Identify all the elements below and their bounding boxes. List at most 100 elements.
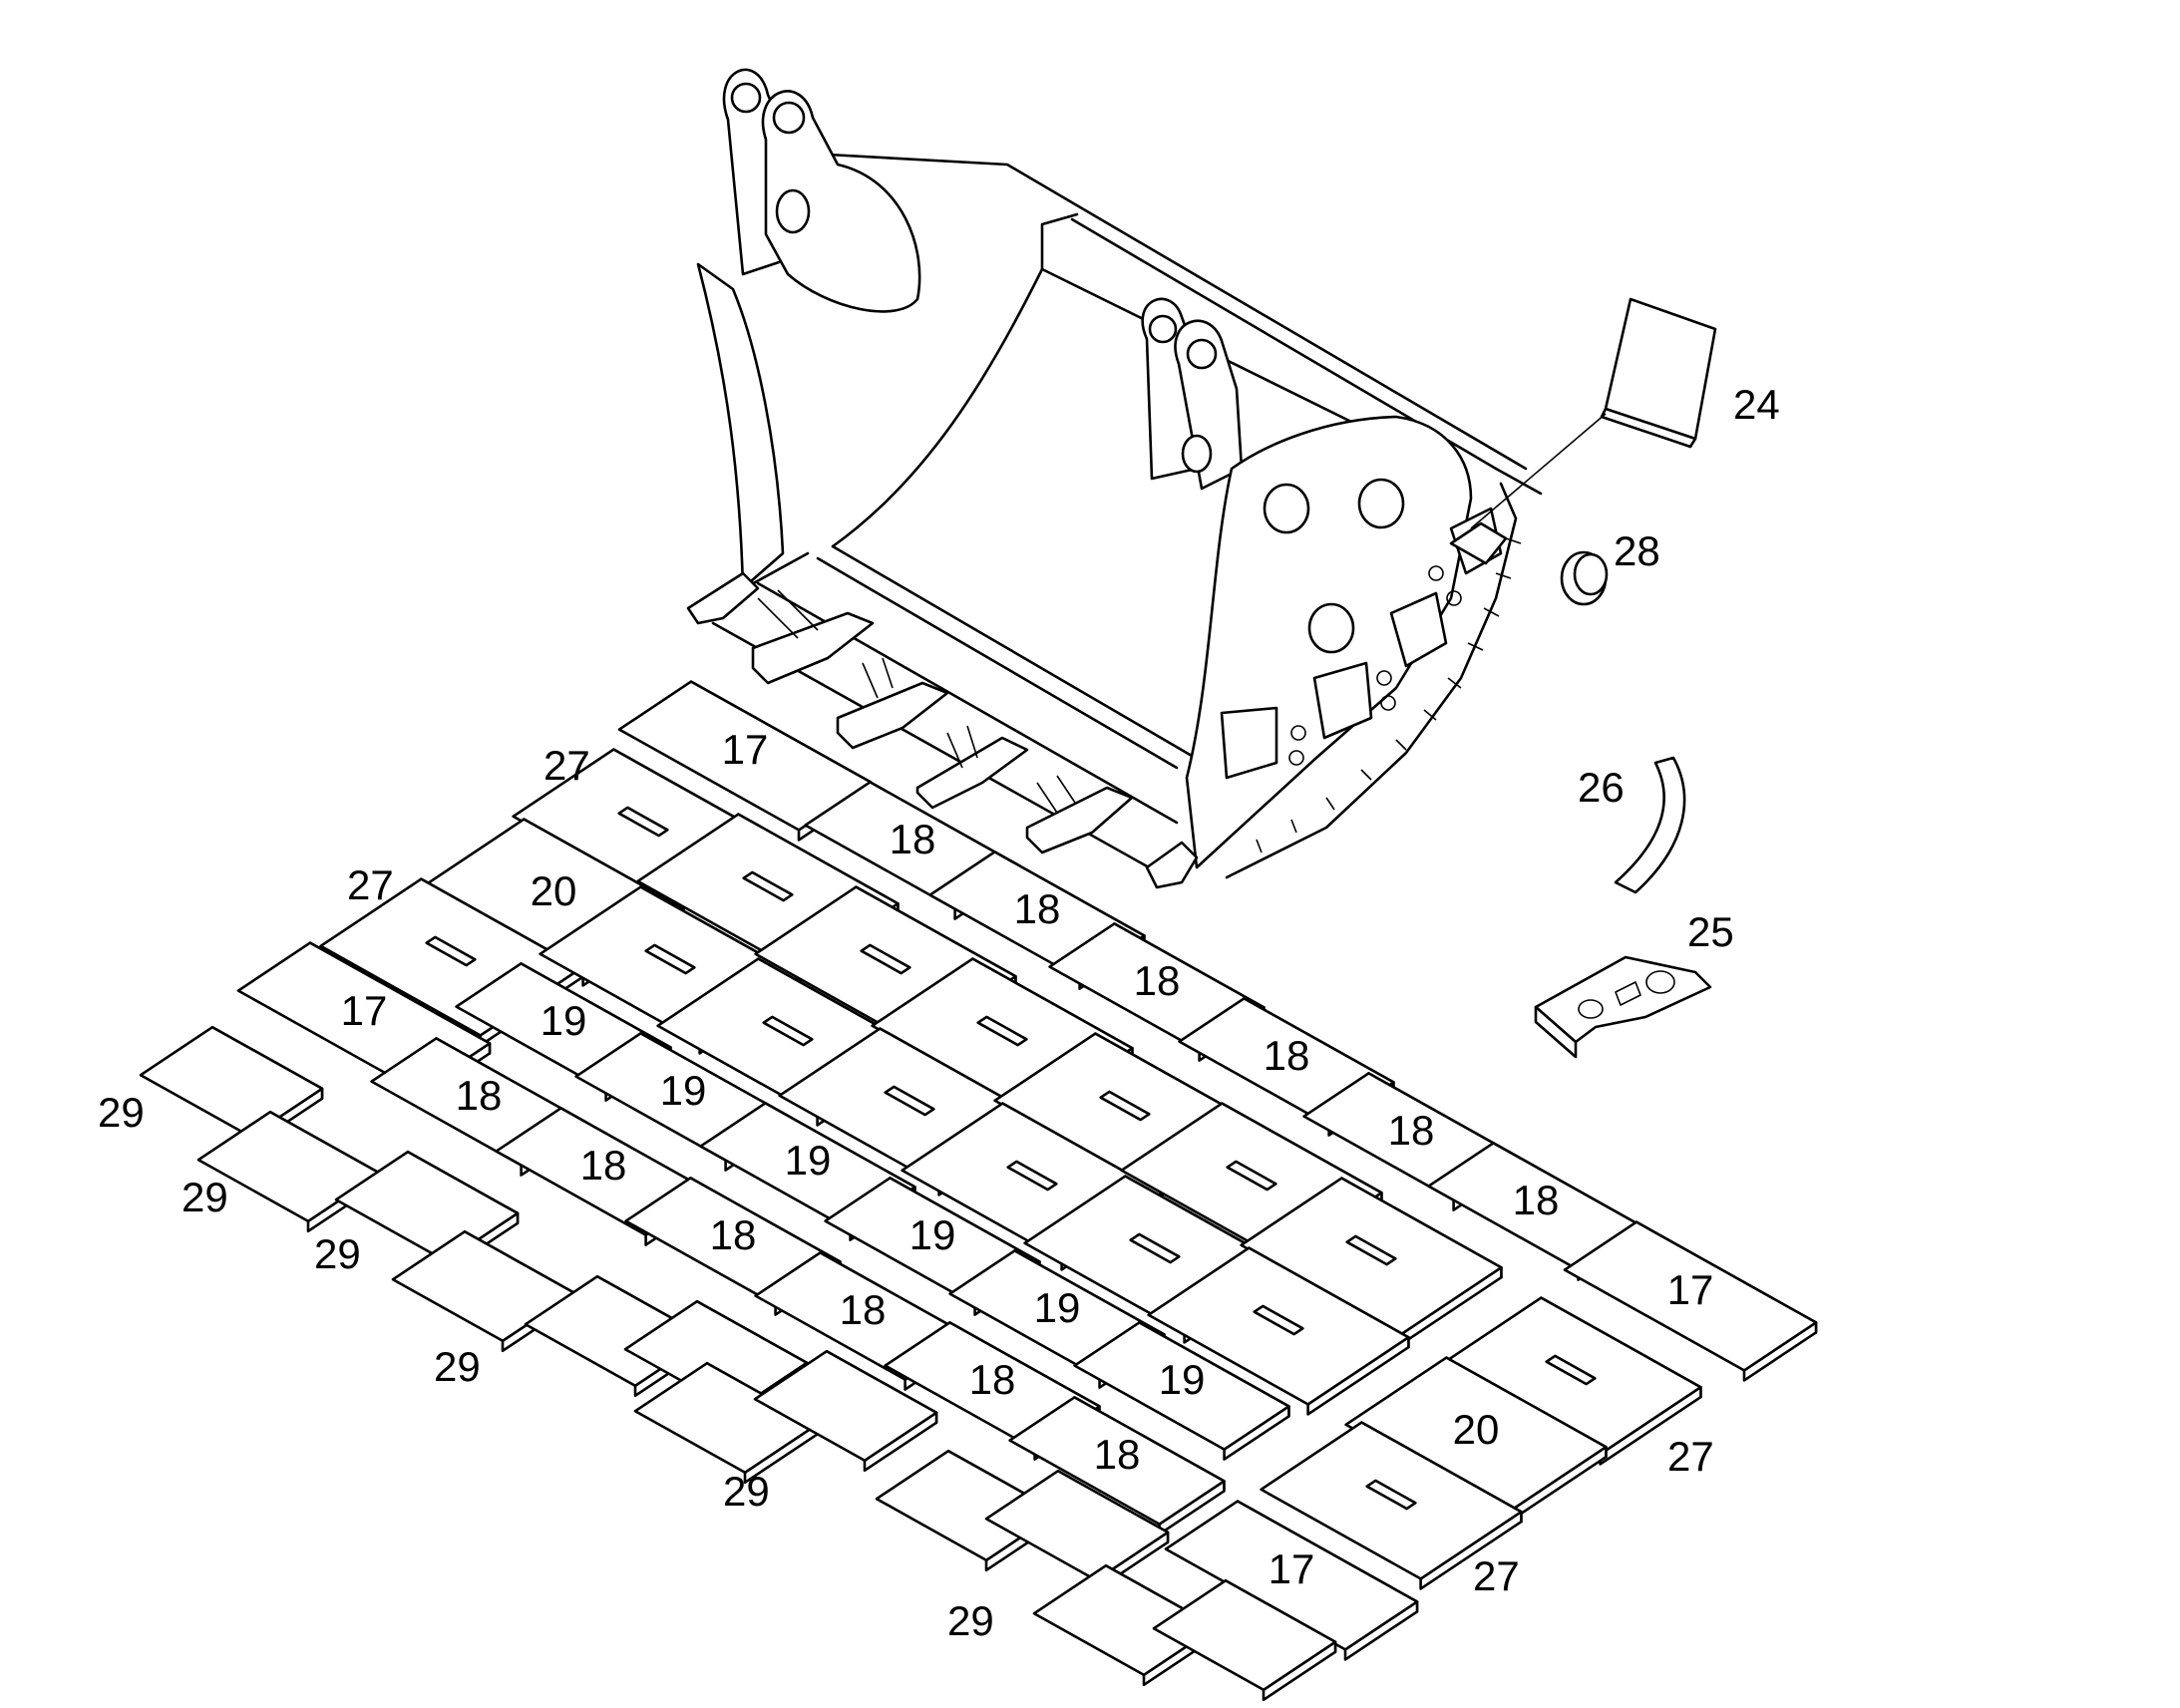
liner-plate-29-0 xyxy=(139,1025,324,1139)
liner-plate-19-18-label: 19 xyxy=(785,1137,832,1184)
bucket-floor-edge xyxy=(816,544,1194,770)
liner-plate-18-34 xyxy=(1008,1396,1226,1526)
liner-plate-18-9-label: 18 xyxy=(456,1072,503,1119)
part-25-bracket xyxy=(1534,955,1712,1059)
right-lug-bushing-hole xyxy=(1181,434,1213,474)
liner-plate-18-24-label: 18 xyxy=(840,1286,887,1333)
bucket-left-side-plate xyxy=(696,262,785,590)
liner-plate-slotted-6-slot xyxy=(742,870,794,902)
callout-24: 24 xyxy=(1733,381,1780,428)
liner-plate-17-39-label: 17 xyxy=(1269,1545,1315,1592)
liner-plate-29-11 xyxy=(1152,1578,1337,1692)
liner-plate-18-10-label: 18 xyxy=(1014,885,1061,932)
callout-29-e: 29 xyxy=(723,1468,770,1515)
liner-plate-slotted-27-slot xyxy=(1129,1232,1181,1264)
liner-plate-slotted-12-slot xyxy=(762,1015,814,1047)
liner-plate-slotted-11-slot xyxy=(860,943,911,975)
callout-29-f: 29 xyxy=(947,1597,994,1644)
side-bolt-1 xyxy=(1290,725,1306,741)
liner-plate-19-13-label: 19 xyxy=(660,1067,707,1114)
tooth-adapters xyxy=(757,589,1076,814)
liner-plate-27-38-slot xyxy=(1365,1479,1417,1511)
callout-29-d: 29 xyxy=(434,1343,481,1390)
bucket-tooth-5 xyxy=(1025,786,1134,854)
left-lift-lug-front xyxy=(761,90,921,313)
callout-28: 28 xyxy=(1614,527,1660,574)
liner-plate-29-7 xyxy=(753,1349,938,1463)
callout-26: 26 xyxy=(1578,764,1625,811)
liner-plate-18-19-label: 18 xyxy=(710,1211,757,1258)
liner-plate-29-2 xyxy=(334,1150,520,1263)
liner-plate-20-2-label: 20 xyxy=(531,867,577,914)
bucket-tooth-3 xyxy=(836,681,949,750)
liner-plate-27-3-slot xyxy=(425,935,477,967)
bucket-back-top-edge xyxy=(826,153,1528,471)
side-cutter-segments xyxy=(1256,537,1522,854)
bucket-curved-back xyxy=(831,267,1044,548)
liner-plate-17-4-label: 17 xyxy=(341,987,388,1034)
side-bolt-5 xyxy=(1428,565,1444,581)
callout-27-d: 27 xyxy=(1473,1552,1520,1599)
bucket-tooth-6 xyxy=(1145,841,1199,889)
liner-plate-18-29-label: 18 xyxy=(969,1356,1016,1403)
side-cutter-strip xyxy=(1225,467,1543,879)
liner-plate-18-34-label: 18 xyxy=(1094,1431,1141,1478)
liner-plate-18-14-label: 18 xyxy=(580,1142,627,1189)
liner-plate-slotted-21-slot xyxy=(1099,1090,1151,1122)
liner-plate-slotted-7-slot xyxy=(644,943,696,975)
part-28-plug xyxy=(1560,550,1609,606)
side-wear-pad-2 xyxy=(1312,661,1373,740)
liner-plate-27-1-slot xyxy=(617,806,669,838)
bucket-tooth-2 xyxy=(751,611,875,685)
left-lug-pin-hole-rear xyxy=(730,82,762,114)
side-bolt-6 xyxy=(1446,590,1462,606)
liner-plate-27-36-slot xyxy=(1545,1354,1597,1386)
bucket-tooth-1 xyxy=(686,571,760,625)
liner-plate-19-8-label: 19 xyxy=(541,997,587,1044)
side-plate-hole-2 xyxy=(1357,478,1405,529)
liner-plate-slotted-26-slot xyxy=(1226,1160,1277,1192)
callout-25: 25 xyxy=(1687,908,1734,955)
side-wear-pad-3 xyxy=(1389,591,1448,668)
side-plate-hole-1 xyxy=(1263,483,1310,534)
liner-plate-17-0-label: 17 xyxy=(722,726,769,773)
liner-plates: 1720171819181819181819181819181819181819… xyxy=(139,680,1818,1702)
liner-plate-slotted-17-slot xyxy=(884,1085,935,1117)
liner-plate-18-5-label: 18 xyxy=(890,816,936,862)
liner-plate-19-23-label: 19 xyxy=(909,1211,956,1258)
liner-plate-slotted-22-slot xyxy=(1006,1160,1058,1192)
liner-plate-18-30-label: 18 xyxy=(1513,1177,1560,1223)
liner-plate-slotted-32-slot xyxy=(1253,1304,1304,1336)
part-26-curved-strip xyxy=(1614,756,1686,894)
liner-plate-20-37-label: 20 xyxy=(1453,1406,1500,1453)
liner-plate-18-15 xyxy=(1048,922,1266,1052)
side-bolt-3 xyxy=(1376,670,1392,686)
liner-plate-slotted-31-slot xyxy=(1345,1234,1397,1266)
liner-plate-17-35-label: 17 xyxy=(1667,1266,1714,1313)
liner-plate-19-33 xyxy=(1073,1321,1290,1451)
callout-27-a: 27 xyxy=(544,742,590,789)
part-24-wear-block xyxy=(1449,297,1717,565)
callout-29-c: 29 xyxy=(314,1230,361,1277)
callout-29-b: 29 xyxy=(182,1174,228,1220)
left-lug-pin-hole-front xyxy=(772,101,806,135)
liner-plate-29-9 xyxy=(984,1469,1170,1582)
liner-plate-18-25-label: 18 xyxy=(1388,1107,1435,1154)
liner-plate-18-20-label: 18 xyxy=(1264,1032,1310,1079)
liner-plate-slotted-16-slot xyxy=(976,1015,1028,1047)
liner-plate-18-19 xyxy=(624,1177,842,1306)
side-wear-pad-1 xyxy=(1220,706,1278,780)
side-bolt-4 xyxy=(1380,695,1396,711)
liner-plate-18-15-label: 18 xyxy=(1134,957,1181,1004)
side-plate-hole-3 xyxy=(1307,602,1355,654)
bucket-tooth-4 xyxy=(915,736,1029,810)
liner-plate-19-33-label: 19 xyxy=(1159,1356,1206,1403)
callout-labels: 24 28 26 25 27 27 27 27 29 29 29 29 29 2… xyxy=(98,381,1780,1644)
loader-bucket xyxy=(686,68,1543,889)
callout-27-b: 27 xyxy=(347,861,394,908)
liner-plate-17-35 xyxy=(1563,1220,1818,1372)
callout-27-c: 27 xyxy=(1667,1433,1714,1480)
side-bolt-2 xyxy=(1288,750,1304,766)
